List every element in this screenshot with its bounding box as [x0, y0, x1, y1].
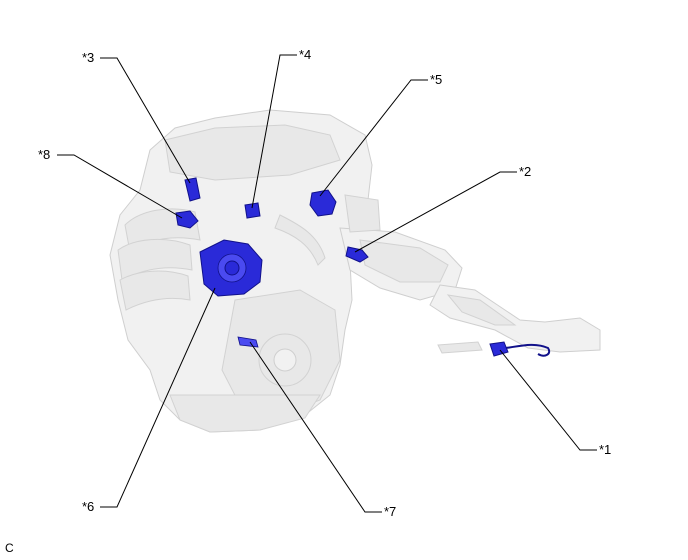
callout-4: *4 — [299, 47, 311, 62]
part-1-sensor — [489, 341, 509, 357]
callout-1: *1 — [599, 442, 611, 457]
leader-5 — [319, 79, 428, 197]
highlighted-parts — [175, 177, 551, 357]
leader-lines — [57, 54, 597, 513]
callout-labels: *3 *4 *5 *8 *2 *1 *6 *7 — [38, 47, 611, 519]
figure-code: C — [5, 541, 14, 555]
part-4-sensor — [244, 202, 261, 219]
leader-6 — [100, 287, 216, 508]
callout-3: *3 — [82, 50, 94, 65]
leader-7 — [249, 341, 382, 513]
part-7-sensor — [237, 336, 259, 348]
part-8-sensor — [175, 210, 199, 229]
leader-2 — [354, 171, 517, 253]
callout-7: *7 — [384, 504, 396, 519]
leader-3 — [100, 57, 191, 184]
part-3-sensor — [184, 177, 201, 202]
leader-4 — [251, 54, 297, 209]
leader-8 — [57, 154, 183, 219]
part-5-sensor — [309, 189, 337, 217]
callout-8: *8 — [38, 147, 50, 162]
part-1-sensor-wire — [505, 343, 551, 357]
engine-illustration — [109, 109, 601, 433]
callout-5: *5 — [430, 72, 442, 87]
leader-1 — [499, 349, 597, 451]
callout-2: *2 — [519, 164, 531, 179]
callout-6: *6 — [82, 499, 94, 514]
